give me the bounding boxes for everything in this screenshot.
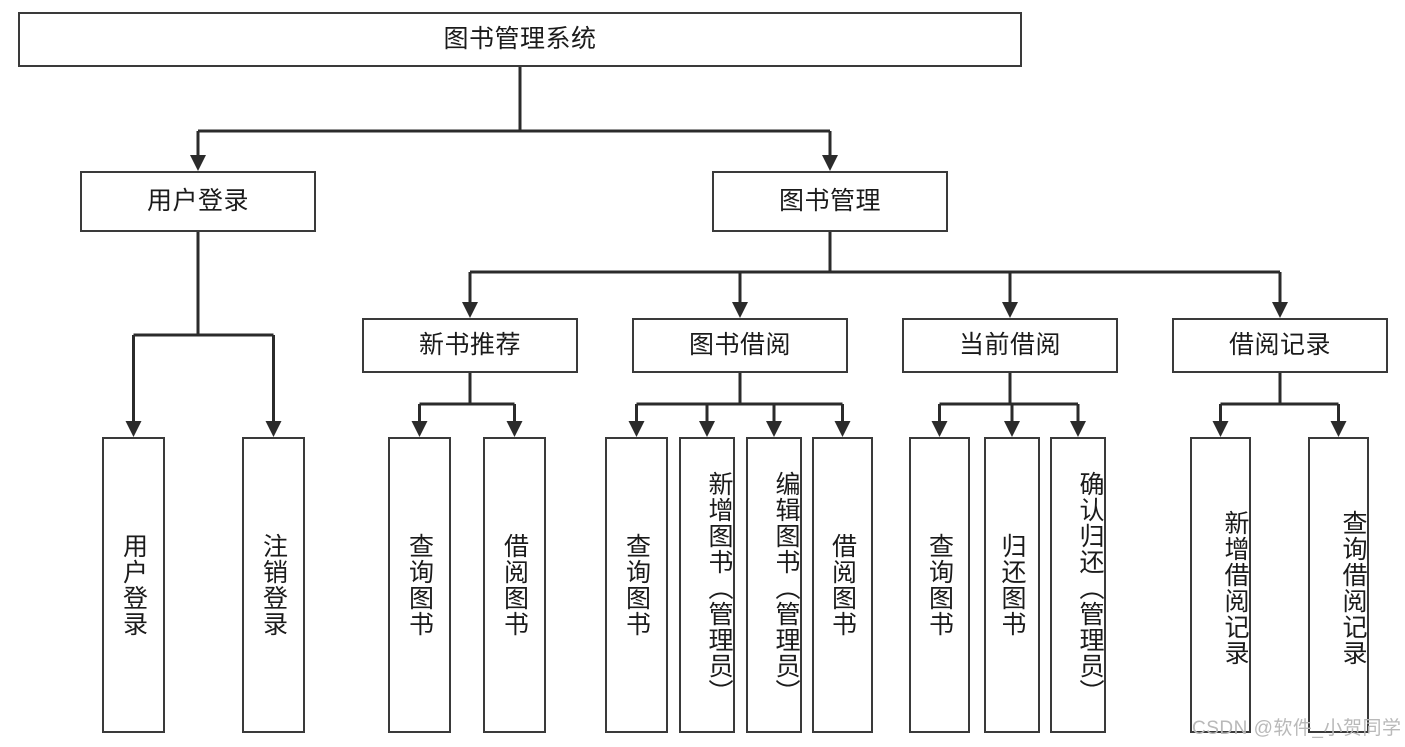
node-label: 查询借阅记录 xyxy=(1339,510,1367,666)
node-leaf-query-book-3[interactable]: 查询图书 xyxy=(909,437,970,733)
node-leaf-confirm-return[interactable]: 确认归还（管理员） xyxy=(1050,437,1106,733)
node-current-borrow[interactable]: 当前借阅 xyxy=(902,318,1118,373)
node-label: 借阅记录 xyxy=(1228,330,1331,359)
arrow-head-icon xyxy=(1330,421,1347,437)
node-leaf-add-book[interactable]: 新增图书（管理员） xyxy=(679,437,735,733)
node-leaf-return-book[interactable]: 归还图书 xyxy=(984,437,1040,733)
node-label: 查询图书 xyxy=(405,533,434,637)
node-label: 查询图书 xyxy=(622,533,651,637)
node-label: 编辑图书（管理员） xyxy=(772,471,800,705)
node-leaf-borrow-book-1[interactable]: 借阅图书 xyxy=(483,437,546,733)
node-leaf-user-login[interactable]: 用户登录 xyxy=(102,437,165,733)
node-label: 确认归还（管理员） xyxy=(1076,471,1104,705)
arrow-head-icon xyxy=(1002,302,1018,318)
node-label: 用户登录 xyxy=(146,186,249,215)
arrow-head-icon xyxy=(265,421,282,437)
node-label: 新增借阅记录 xyxy=(1221,510,1249,666)
arrow-head-icon xyxy=(1004,421,1020,437)
node-label: 新书推荐 xyxy=(418,330,521,359)
arrow-head-icon xyxy=(462,302,478,318)
node-borrow-record[interactable]: 借阅记录 xyxy=(1172,318,1388,373)
node-label: 查询图书 xyxy=(925,533,954,637)
node-leaf-edit-book[interactable]: 编辑图书（管理员） xyxy=(746,437,802,733)
node-label: 借阅图书 xyxy=(828,533,857,637)
node-leaf-user-logout[interactable]: 注销登录 xyxy=(242,437,305,733)
node-label: 用户登录 xyxy=(119,533,148,637)
node-label: 图书借阅 xyxy=(688,330,791,359)
node-leaf-borrow-book-2[interactable]: 借阅图书 xyxy=(812,437,873,733)
node-leaf-query-book-1[interactable]: 查询图书 xyxy=(388,437,451,733)
node-root[interactable]: 图书管理系统 xyxy=(18,12,1022,67)
node-book-borrow[interactable]: 图书借阅 xyxy=(632,318,848,373)
arrow-head-icon xyxy=(699,421,715,437)
node-leaf-query-book-2[interactable]: 查询图书 xyxy=(605,437,668,733)
arrow-head-icon xyxy=(125,421,142,437)
arrow-head-icon xyxy=(506,421,523,437)
node-label: 注销登录 xyxy=(259,533,288,637)
node-label: 图书管理系统 xyxy=(443,24,597,53)
arrow-head-icon xyxy=(931,421,948,437)
node-label: 借阅图书 xyxy=(500,533,529,637)
node-label: 新增图书（管理员） xyxy=(705,471,733,705)
node-leaf-query-record[interactable]: 查询借阅记录 xyxy=(1308,437,1369,733)
arrow-head-icon xyxy=(732,302,748,318)
arrow-head-icon xyxy=(1070,421,1086,437)
node-book-manage[interactable]: 图书管理 xyxy=(712,171,948,232)
node-label: 当前借阅 xyxy=(958,330,1061,359)
arrow-head-icon xyxy=(628,421,645,437)
arrow-head-icon xyxy=(834,421,851,437)
node-new-book-recommend[interactable]: 新书推荐 xyxy=(362,318,578,373)
arrow-head-icon xyxy=(190,155,206,171)
arrow-head-icon xyxy=(1272,302,1288,318)
arrow-head-icon xyxy=(1212,421,1229,437)
node-user-login[interactable]: 用户登录 xyxy=(80,171,316,232)
csdn-watermark: CSDN @软件_小贺同学 xyxy=(1192,718,1402,739)
arrow-head-icon xyxy=(766,421,782,437)
node-label: 图书管理 xyxy=(778,186,881,215)
node-leaf-add-record[interactable]: 新增借阅记录 xyxy=(1190,437,1251,733)
arrow-head-icon xyxy=(411,421,428,437)
arrow-head-icon xyxy=(822,155,838,171)
node-label: 归还图书 xyxy=(998,533,1026,637)
